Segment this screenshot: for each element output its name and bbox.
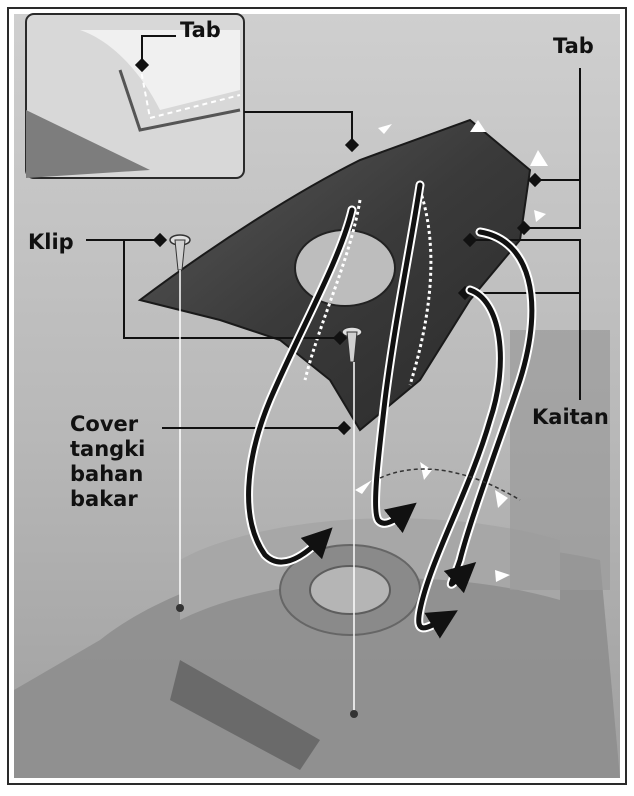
floor-panel: [170, 660, 320, 770]
tab-right-diamond-top: [527, 172, 543, 188]
klip-diamond-top: [152, 232, 168, 248]
klip-leader-bottom: [123, 240, 340, 339]
clip-upper: [169, 234, 191, 271]
tab-mark-4: [534, 210, 546, 222]
install-point-right: [350, 710, 358, 718]
tab-mark-3: [530, 150, 548, 166]
label-kaitan: Kaitan: [532, 405, 609, 429]
slot-mark-3: [495, 490, 508, 508]
inset-tab-edge: [118, 69, 241, 132]
tab-mark-1: [378, 124, 392, 134]
label-tab-right: Tab: [553, 34, 594, 58]
scooter-body: [14, 544, 620, 778]
arrow-center-hook: [373, 182, 423, 534]
cover-diamond: [336, 420, 352, 436]
arrow-right-hook-upper: [443, 229, 535, 594]
label-tab-inset: Tab: [180, 18, 221, 42]
install-point-left: [176, 604, 184, 612]
klip-diamond-bottom: [332, 330, 348, 346]
label-cover-tangki-bahan-bakar: Cover tangki bahan bakar: [70, 412, 146, 511]
tab-right-leader-bottom: [524, 180, 581, 229]
slot-mark-2: [420, 462, 432, 480]
arrow-right-hook-lower: [416, 287, 503, 639]
body-dashed-outline: [379, 468, 521, 501]
slot-mark-1: [355, 480, 372, 494]
inset-connector-line: [244, 111, 353, 145]
cover-tab-diamond: [344, 137, 360, 153]
slot-mark-4: [495, 570, 510, 582]
kaitan-diamond-top: [462, 232, 478, 248]
inset-tab-leader: [141, 35, 176, 65]
tab-right-diamond-bottom: [516, 220, 532, 236]
arrow-left-hook: [246, 207, 355, 565]
tab-mark-2: [470, 120, 486, 132]
inset-dark-panel: [26, 110, 150, 178]
label-klip: Klip: [28, 230, 74, 254]
inset-light-panel: [80, 30, 240, 110]
installation-arrows: [244, 180, 537, 639]
fuel-cap: [309, 565, 391, 615]
hook-guide-right: [408, 189, 433, 386]
